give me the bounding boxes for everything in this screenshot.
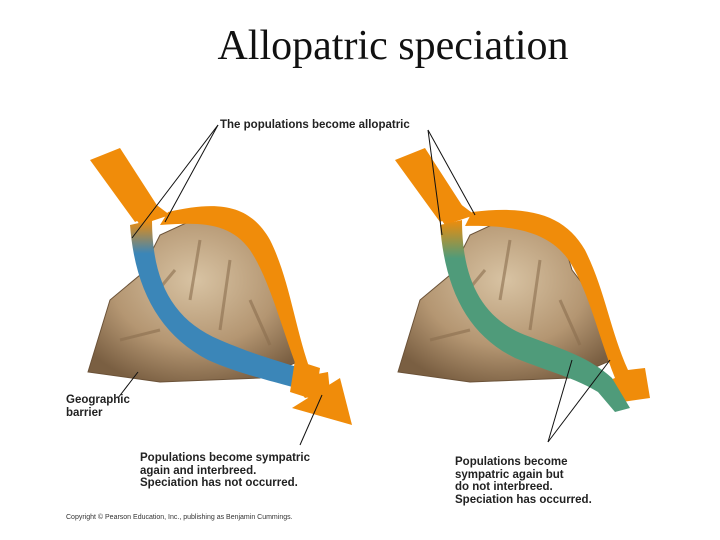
left-outcome-label: Populations become sympatric again and i… (140, 452, 310, 490)
allopatric-label: The populations become allopatric (220, 119, 410, 132)
left-mountain (88, 212, 302, 382)
right-outcome-label: Populations become sympatric again but d… (455, 456, 592, 506)
copyright-text: Copyright © Pearson Education, Inc., pub… (66, 514, 293, 521)
right-panel (395, 130, 650, 442)
geographic-barrier-label: Geographic barrier (66, 394, 130, 419)
right-mountain (398, 212, 612, 382)
